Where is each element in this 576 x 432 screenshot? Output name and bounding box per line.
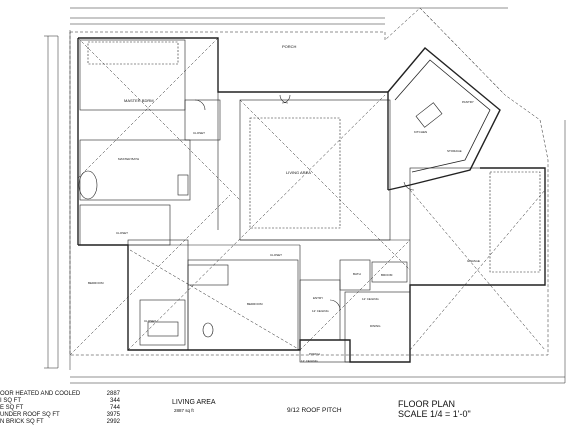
room-label-bath: BATH bbox=[353, 272, 361, 276]
stat-value: 3975 bbox=[106, 412, 120, 418]
room-label-master-bath: MASTER BATH bbox=[118, 157, 139, 161]
room-label-broom: BROOM bbox=[381, 273, 393, 277]
stat-label: OOR HEATED AND COOLED bbox=[0, 391, 81, 397]
stat-label: E SQ FT bbox=[0, 405, 24, 411]
room-label-kitchen: KITCHEN bbox=[414, 130, 427, 134]
plan-title-block: FLOOR PLAN SCALE 1/4 = 1'-0" bbox=[398, 399, 471, 419]
ceiling-note-1: 12' CEILING bbox=[312, 309, 329, 313]
plan-scale: SCALE 1/4 = 1'-0" bbox=[398, 409, 471, 419]
stat-row: UNDER ROOF SQ FT 3975 bbox=[0, 412, 140, 419]
living-area-title: LIVING AREA bbox=[172, 399, 216, 406]
stat-row: N BRICK SQ FT 2992 bbox=[0, 419, 140, 426]
room-label-bedroom-mid: BEDROOM bbox=[247, 302, 263, 306]
ceiling-note-2: 12' CEILING bbox=[362, 297, 379, 301]
living-area-caption: LIVING AREA 2887 sq ft bbox=[172, 399, 216, 415]
area-stats-table: OOR HEATED AND COOLED 2887 I SQ FT 344 E… bbox=[0, 391, 140, 426]
room-label-porch-bottom: PORCH bbox=[309, 352, 320, 356]
room-label-bedroom-left: BEDROOM bbox=[88, 281, 104, 285]
ceiling-note-3: 12' CEILING bbox=[301, 359, 318, 363]
room-label-closet-master: CLOSET bbox=[193, 131, 205, 135]
room-label-closet-left: CLOSET bbox=[116, 231, 128, 235]
room-label-closet-bath: CLOSET bbox=[144, 319, 156, 323]
stat-label: I SQ FT bbox=[0, 398, 21, 404]
room-label-entry: ENTRY bbox=[313, 296, 323, 300]
room-label-closet-small: CLOSET bbox=[270, 253, 282, 257]
room-label-master-bdrm: MASTER BDRM bbox=[124, 98, 154, 103]
room-label-living-area: LIVING AREA bbox=[286, 170, 311, 175]
stat-label: N BRICK SQ FT bbox=[0, 419, 44, 425]
stat-row: E SQ FT 744 bbox=[0, 405, 140, 412]
plan-title: FLOOR PLAN bbox=[398, 399, 456, 409]
stat-row: I SQ FT 344 bbox=[0, 398, 140, 405]
room-label-pantry: PANTRY bbox=[462, 100, 474, 104]
room-label-dining: DINING bbox=[370, 324, 381, 328]
roof-pitch-note: 9/12 ROOF PITCH bbox=[287, 407, 342, 414]
room-label-garage: GARAGE bbox=[467, 259, 480, 263]
room-label-storage: STORAGE bbox=[447, 149, 462, 153]
room-label-porch-top: PORCH bbox=[282, 44, 297, 49]
stat-value: 2992 bbox=[106, 419, 120, 425]
stat-value: 344 bbox=[109, 398, 120, 404]
stat-row: OOR HEATED AND COOLED 2887 bbox=[0, 391, 140, 398]
stat-value: 2887 bbox=[106, 391, 120, 397]
living-area-sqft: 2887 sq ft bbox=[174, 408, 194, 413]
stat-label: UNDER ROOF SQ FT bbox=[0, 412, 60, 418]
stat-value: 744 bbox=[109, 405, 120, 411]
